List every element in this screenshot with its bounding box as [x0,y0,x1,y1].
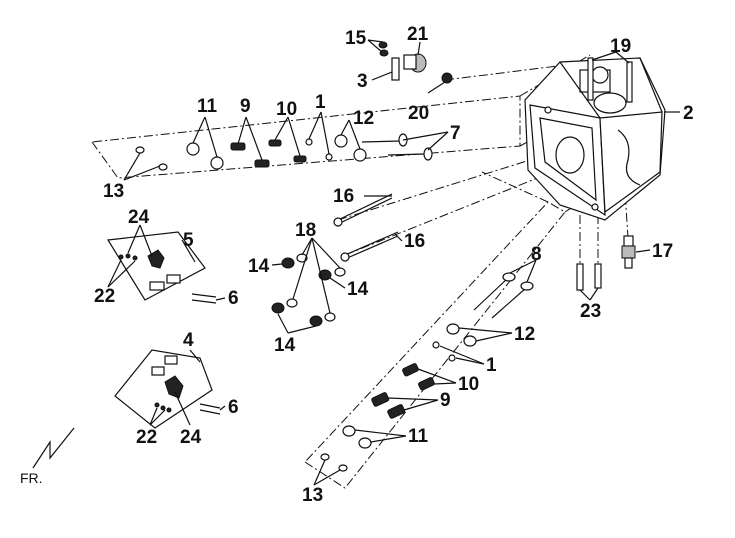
studs-23 [576,263,602,291]
callout-13: 13 [302,485,323,506]
callout-9: 9 [240,96,251,117]
callout-19: 19 [610,36,631,57]
rocker-tray-upper [106,231,217,304]
callout-3: 3 [357,71,368,92]
callout-14: 14 [248,256,270,277]
callout-24: 24 [128,207,150,228]
callout-12: 12 [353,108,374,129]
cylinder-head [524,57,666,221]
lower-valve-parts [320,272,534,472]
leader-lines [107,39,680,486]
nuts-and-washers [271,253,346,327]
callout-13: 13 [103,181,124,202]
callout-10: 10 [276,99,297,120]
callout-18: 18 [295,220,316,241]
callout-9: 9 [440,390,451,411]
callout-2: 2 [683,103,694,124]
callout-12: 12 [514,324,535,345]
callout-4: 4 [183,330,194,351]
callout-1: 1 [315,92,326,113]
callout-20: 20 [408,103,429,124]
callout-21: 21 [407,24,429,45]
long-bolts-16 [333,193,399,262]
callout-16: 16 [404,231,425,252]
callout-labels: 11 9 10 1 12 7 13 15 21 3 20 19 2 16 16 … [20,24,694,506]
callout-16: 16 [333,186,354,207]
callout-14: 14 [274,335,296,356]
callout-22: 22 [94,286,115,307]
callout-10: 10 [458,374,479,395]
callout-11: 11 [197,96,218,117]
callout-5: 5 [183,230,194,251]
callout-14: 14 [347,279,369,300]
front-direction-label: FR. [20,470,43,486]
callout-6: 6 [228,397,239,418]
stud-bolts-19 [587,57,633,103]
callout-22: 22 [136,427,157,448]
callout-23: 23 [580,301,601,322]
callout-8: 8 [531,244,542,265]
rocker-tray-lower [114,349,221,429]
callout-7: 7 [450,123,461,144]
callout-6: 6 [228,288,239,309]
callout-24: 24 [180,427,202,448]
spark-plug [621,235,636,269]
front-direction-arrow [32,427,75,469]
callout-17: 17 [652,241,673,262]
callout-1: 1 [486,355,497,376]
callout-15: 15 [345,28,367,49]
callout-11: 11 [408,426,429,447]
upper-valve-parts [135,133,433,171]
sensor-assembly [378,41,453,84]
